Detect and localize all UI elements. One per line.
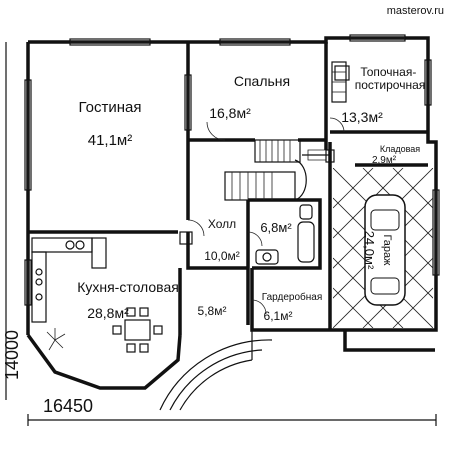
living-room-name: Гостиная xyxy=(79,99,142,116)
staircase xyxy=(224,139,330,201)
entrance-steps xyxy=(159,330,273,411)
dimension-lines xyxy=(5,42,437,426)
kitchen-furniture xyxy=(31,237,163,353)
boiler-equipment xyxy=(331,61,350,103)
vestibule-area: 5,8м² xyxy=(198,304,227,318)
garage-name: Гараж xyxy=(381,234,393,266)
windows xyxy=(24,34,440,306)
boiler-room-name-line1: Топочная- xyxy=(360,65,416,79)
watermark-text: masterov.ru xyxy=(387,5,444,17)
depth-dimension: 14000 xyxy=(2,330,22,380)
width-dimension: 16450 xyxy=(43,396,93,416)
bedroom-area: 16,8м² xyxy=(209,105,251,121)
wardrobe-name: Гардеробная xyxy=(262,291,323,303)
kitchen-name: Кухня-столовая xyxy=(77,279,179,295)
hall-area: 10,0м² xyxy=(204,249,240,263)
boiler-room-area: 13,3м² xyxy=(341,109,383,125)
garage-floor-pattern xyxy=(333,168,433,328)
room-labels: masterov.ru Гостиная 41,1м² Спальня 16,8… xyxy=(2,5,444,416)
doors xyxy=(179,117,345,315)
boiler-room-name-line2: постирочная xyxy=(355,78,426,92)
wardrobe-area: 6,1м² xyxy=(264,309,293,323)
bedroom-name: Спальня xyxy=(234,73,290,89)
garage-area: 24,0м² xyxy=(362,231,377,270)
pantry-area: 2,9м² xyxy=(372,155,397,166)
pantry-name: Кладовая xyxy=(380,144,420,154)
bath-area: 6,8м² xyxy=(260,220,292,235)
hall-name: Холл xyxy=(208,217,236,231)
kitchen-area: 28,8м² xyxy=(87,305,129,321)
boiler-room-name: Топочная- постирочная xyxy=(355,65,426,92)
bathroom-fixtures xyxy=(255,204,315,265)
living-room-area: 41,1м² xyxy=(88,132,133,149)
